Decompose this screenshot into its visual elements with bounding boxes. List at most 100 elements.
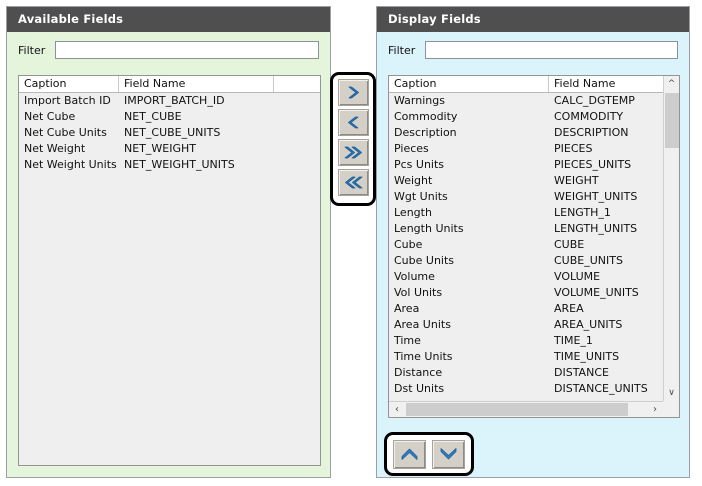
- row-field-name: VOLUME_UNITS: [554, 286, 639, 299]
- row-caption: Net Weight: [24, 142, 86, 155]
- move-all-right-button[interactable]: [337, 139, 369, 166]
- row-caption: Weight: [394, 174, 433, 187]
- display-column-caption[interactable]: Caption: [389, 76, 549, 92]
- table-row[interactable]: Weight WEIGHT: [389, 173, 679, 189]
- table-row[interactable]: Length Units LENGTH_UNITS: [389, 221, 679, 237]
- table-row[interactable]: Vol Units VOLUME_UNITS: [389, 285, 679, 301]
- row-field-name: DISTANCE: [554, 366, 609, 379]
- row-field-name: CUBE: [554, 238, 585, 251]
- table-row[interactable]: Net Cube NET_CUBE: [19, 109, 320, 125]
- chevron-up-icon[interactable]: ^: [664, 76, 679, 92]
- table-row[interactable]: Description DESCRIPTION: [389, 125, 679, 141]
- row-caption: Cube Units: [394, 254, 455, 267]
- display-filter-input[interactable]: [425, 41, 678, 59]
- table-row[interactable]: Area Units AREA_UNITS: [389, 317, 679, 333]
- available-column-empty[interactable]: [274, 76, 320, 92]
- move-up-button[interactable]: [393, 439, 426, 469]
- row-caption: Area: [394, 302, 420, 315]
- row-caption: Pieces: [394, 142, 429, 155]
- available-filter-label: Filter: [18, 43, 46, 57]
- display-vertical-scrollbar[interactable]: ^ ∨: [663, 76, 679, 401]
- available-filter-input[interactable]: [55, 41, 319, 59]
- table-row[interactable]: Cube Units CUBE_UNITS: [389, 253, 679, 269]
- row-field-name: DESCRIPTION: [554, 126, 629, 139]
- move-left-button[interactable]: [337, 109, 369, 136]
- move-right-button[interactable]: [337, 79, 369, 106]
- display-filter-row: Filter: [377, 32, 689, 66]
- row-caption: Net Cube Units: [24, 126, 107, 139]
- available-column-caption[interactable]: Caption: [19, 76, 119, 92]
- row-caption: Pcs Units: [394, 158, 445, 171]
- double-chevron-right-icon: [344, 145, 363, 160]
- row-field-name: PIECES: [554, 142, 593, 155]
- table-row[interactable]: Pcs Units PIECES_UNITS: [389, 157, 679, 173]
- row-caption: Commodity: [394, 110, 458, 123]
- row-caption: Net Weight Units: [24, 158, 117, 171]
- row-field-name: DISTANCE_UNITS: [554, 382, 648, 395]
- chevron-down-icon[interactable]: ∨: [664, 385, 679, 401]
- table-row[interactable]: Cube CUBE: [389, 237, 679, 253]
- move-all-left-button[interactable]: [337, 169, 369, 196]
- row-field-name: WEIGHT: [554, 174, 599, 187]
- row-field-name: NET_CUBE_UNITS: [124, 126, 221, 139]
- chevron-right-icon[interactable]: ›: [653, 404, 657, 415]
- row-field-name: NET_CUBE: [124, 110, 182, 123]
- row-caption: Time Units: [394, 350, 453, 363]
- table-row[interactable]: Length LENGTH_1: [389, 205, 679, 221]
- row-caption: Area Units: [394, 318, 451, 331]
- table-row[interactable]: Time TIME_1: [389, 333, 679, 349]
- table-row[interactable]: Net Weight NET_WEIGHT: [19, 141, 320, 157]
- row-field-name: TIME_UNITS: [554, 350, 620, 363]
- table-row[interactable]: Net Weight Units NET_WEIGHT_UNITS: [19, 157, 320, 173]
- chevron-left-icon[interactable]: ‹: [395, 404, 399, 415]
- display-fields-grid[interactable]: Caption Field Name Warnings CALC_DGTEMP …: [388, 75, 680, 418]
- display-fields-title: Display Fields: [377, 7, 689, 32]
- table-row[interactable]: Time Units TIME_UNITS: [389, 349, 679, 365]
- display-fields-panel: Display Fields Filter Caption Field Name…: [376, 6, 690, 478]
- row-caption: Cube: [394, 238, 423, 251]
- row-field-name: CALC_DGTEMP: [554, 94, 635, 107]
- row-caption: Description: [394, 126, 457, 139]
- table-row[interactable]: Distance DISTANCE: [389, 365, 679, 381]
- table-row[interactable]: Net Cube Units NET_CUBE_UNITS: [19, 125, 320, 141]
- scrollbar-corner: [663, 401, 679, 417]
- table-row[interactable]: Area AREA: [389, 301, 679, 317]
- table-row[interactable]: Dst Units DISTANCE_UNITS: [389, 381, 679, 397]
- row-caption: Length Units: [394, 222, 464, 235]
- table-row[interactable]: Wgt Units WEIGHT_UNITS: [389, 189, 679, 205]
- row-caption: Dst Units: [394, 382, 445, 395]
- available-grid-header: Caption Field Name: [19, 76, 320, 93]
- row-field-name: AREA: [554, 302, 584, 315]
- vertical-scrollbar-thumb[interactable]: [665, 93, 679, 148]
- row-caption: Volume: [394, 270, 435, 283]
- available-fields-grid[interactable]: Caption Field Name Import Batch ID IMPOR…: [18, 75, 321, 466]
- row-field-name: TIME_1: [554, 334, 593, 347]
- row-field-name: NET_WEIGHT_UNITS: [124, 158, 235, 171]
- chevron-up-icon: [400, 446, 419, 462]
- move-down-button[interactable]: [432, 439, 465, 469]
- double-chevron-left-icon: [344, 175, 363, 190]
- transfer-buttons-group: [330, 72, 376, 206]
- table-row[interactable]: Volume VOLUME: [389, 269, 679, 285]
- horizontal-scrollbar-thumb[interactable]: [406, 403, 628, 416]
- table-row[interactable]: Commodity COMMODITY: [389, 109, 679, 125]
- row-caption: Net Cube: [24, 110, 76, 123]
- table-row[interactable]: Pieces PIECES: [389, 141, 679, 157]
- table-row[interactable]: Import Batch ID IMPORT_BATCH_ID: [19, 93, 320, 109]
- row-field-name: PIECES_UNITS: [554, 158, 632, 171]
- row-caption: Vol Units: [394, 286, 443, 299]
- display-filter-label: Filter: [388, 43, 416, 57]
- row-field-name: CUBE_UNITS: [554, 254, 623, 267]
- row-field-name: LENGTH_1: [554, 206, 611, 219]
- row-field-name: LENGTH_UNITS: [554, 222, 638, 235]
- available-grid-rows: Import Batch ID IMPORT_BATCH_ID Net Cube…: [19, 93, 320, 173]
- display-column-field-name[interactable]: Field Name: [554, 77, 616, 90]
- available-column-field-name[interactable]: Field Name: [119, 76, 274, 92]
- available-filter-row: Filter: [7, 32, 330, 66]
- display-grid-rows: Warnings CALC_DGTEMP Commodity COMMODITY…: [389, 93, 679, 397]
- display-horizontal-scrollbar[interactable]: ‹ ›: [389, 401, 679, 417]
- chevron-right-icon: [345, 85, 362, 100]
- table-row[interactable]: Warnings CALC_DGTEMP: [389, 93, 679, 109]
- row-field-name: AREA_UNITS: [554, 318, 623, 331]
- row-caption: Distance: [394, 366, 443, 379]
